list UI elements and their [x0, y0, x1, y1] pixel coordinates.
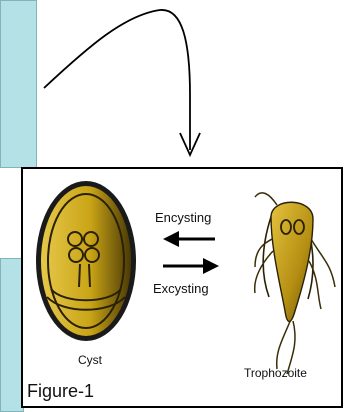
curved-arrow	[0, 0, 346, 180]
figure-caption: Figure-1	[27, 382, 94, 400]
encysting-label: Encysting	[155, 211, 211, 224]
excysting-label: Excysting	[153, 282, 209, 295]
cyst-label: Cyst	[78, 354, 102, 366]
left-arrow-icon	[163, 231, 215, 247]
trophozoite-label: Trophozoite	[244, 367, 307, 379]
trophozoite-illustration	[255, 193, 335, 374]
figure-panel: Encysting Excysting Cyst Trophozoite Fig…	[21, 167, 343, 408]
cyst-illustration	[36, 181, 136, 341]
right-arrow-icon	[163, 258, 219, 274]
